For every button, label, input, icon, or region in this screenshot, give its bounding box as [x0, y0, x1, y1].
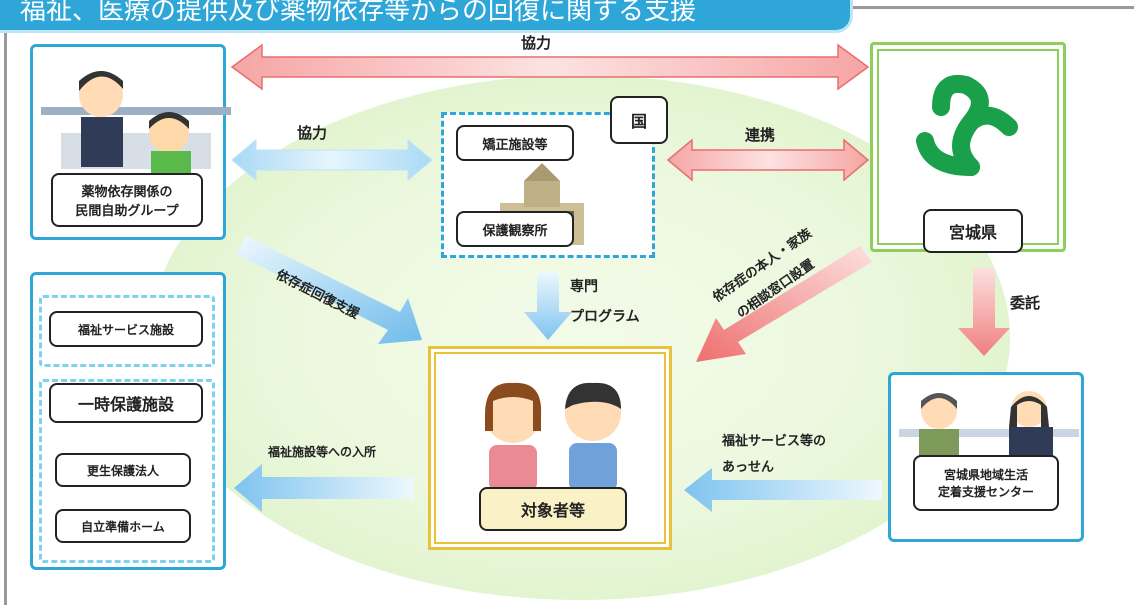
arrow-facility-admission — [234, 464, 414, 512]
miyagi-prefecture-box: 宮城県 — [870, 42, 1066, 253]
target-person-box: 対象者等 — [428, 346, 672, 550]
facilities-panel: 福祉サービス施設 一時保護施設 更生保護法人 自立準備ホーム — [30, 272, 226, 570]
self-help-group-label: 薬物依存関係の 民間自助グループ — [51, 173, 203, 227]
target-person-label: 対象者等 — [479, 487, 627, 531]
label-welfare-service-1: 福祉サービス等の — [722, 434, 827, 449]
miyagi-label: 宮城県 — [923, 209, 1023, 253]
label-top-cooperation: 協力 — [521, 34, 552, 52]
frame-left-line — [4, 28, 7, 605]
frame-top-line — [850, 6, 1134, 9]
arrow-left-cooperation — [231, 138, 433, 182]
support-center-panel: 宮城県地域生活 定着支援センター — [888, 372, 1084, 542]
protection-facility-group — [39, 379, 215, 563]
label-left-cooperation: 協力 — [297, 124, 328, 142]
arrow-recovery-support — [236, 236, 422, 344]
label-program-2: プログラム — [570, 309, 640, 325]
self-help-group-panel: 薬物依存関係の 民間自助グループ — [30, 44, 231, 240]
arrow-commission — [958, 268, 1010, 356]
arrow-top-cooperation — [230, 43, 870, 91]
arrow-welfare-service — [684, 468, 882, 512]
page-title: 福祉、医療の提供及び薬物依存等からの回復に関する支援 — [0, 0, 850, 30]
arrow-right-liaison — [666, 138, 870, 182]
label-commission: 委託 — [1010, 294, 1041, 312]
two-people-illustration — [485, 382, 621, 491]
arrow-program — [524, 272, 572, 340]
label-welfare-service-2: あっせん — [722, 460, 775, 475]
label-facility-admission: 福祉施設等への入所 — [268, 445, 377, 459]
support-staff-illustration — [899, 391, 1079, 463]
independence-home-label: 自立準備ホーム — [55, 509, 191, 543]
arrow-consult — [696, 246, 872, 362]
welfare-service-facility-label: 福祉サービス施設 — [49, 311, 203, 347]
counselor-illustration — [41, 71, 231, 173]
probation-office-label: 保護観察所 — [456, 211, 574, 247]
temporary-protection-label: 一時保護施設 — [49, 383, 203, 423]
rehabilitation-corp-label: 更生保護法人 — [55, 453, 191, 487]
label-program-1: 専門 — [570, 279, 598, 295]
label-right-liaison: 連携 — [745, 126, 776, 144]
support-center-label: 宮城県地域生活 定着支援センター — [913, 455, 1059, 511]
corrections-facility-label: 矯正施設等 — [456, 125, 574, 161]
miyagi-emblem-icon — [916, 75, 1018, 176]
welfare-facility-group — [39, 295, 215, 367]
national-badge: 国 — [610, 96, 668, 144]
